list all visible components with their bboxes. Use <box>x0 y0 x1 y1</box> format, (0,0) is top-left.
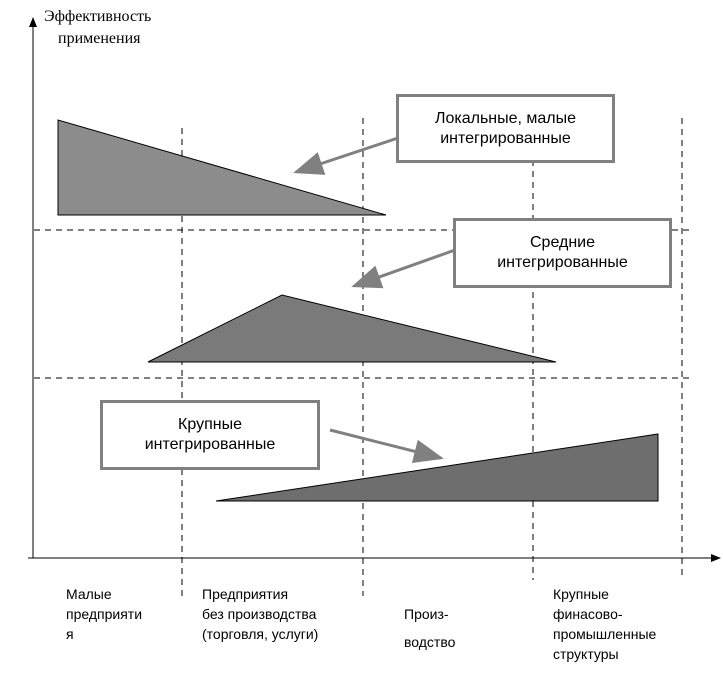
x-category-small-line3: я <box>66 626 74 642</box>
box-large-line2: интегрированные <box>144 436 276 453</box>
x-category-production-line1: Произ- <box>404 606 449 622</box>
box-medium-integrated: Средние интегрированные <box>453 218 672 288</box>
x-category-large-structures-line2: финасово- <box>553 606 623 622</box>
x-category-non-production-line1: Предприятия <box>202 586 289 602</box>
x-category-non-production: Предприятия без производства (торговля, … <box>202 584 318 644</box>
x-category-large-structures-line3: промышленные <box>553 626 657 642</box>
box-medium-line2: интегрированные <box>497 254 628 271</box>
arrow-large <box>329 428 444 464</box>
box-local-line1: Локальные, малые <box>434 109 577 127</box>
x-category-small-line1: Малые <box>66 586 112 602</box>
box-large-integrated: Крупные интегрированные <box>100 400 320 470</box>
triangle-large <box>215 433 659 502</box>
box-local-integrated: Локальные, малые интегрированные <box>396 94 615 163</box>
y-axis-label: Эффективность применения <box>44 6 151 50</box>
triangle-medium <box>147 294 557 363</box>
arrow-medium <box>351 248 456 289</box>
box-large-line1: Крупные <box>178 416 242 433</box>
x-category-non-production-line2: без производства <box>202 606 317 622</box>
x-category-large-structures-line1: Крупные <box>553 586 609 602</box>
x-category-small-line2: предприяти <box>66 606 143 622</box>
y-axis-label-line2: применения <box>58 30 141 47</box>
x-category-production-line2: водство <box>404 634 456 650</box>
x-category-non-production-line3: (торговля, услуги) <box>202 626 319 642</box>
x-category-large-structures: Крупные финасово- промышленные структуры <box>553 584 656 664</box>
triangle-local-small <box>57 119 387 216</box>
y-axis-label-line1: Эффективность <box>44 8 152 25</box>
box-medium-line1: Средние <box>529 234 595 251</box>
arrow-local <box>293 136 399 175</box>
x-category-large-structures-line4: структуры <box>553 646 619 662</box>
x-category-production: Произ- водство <box>404 600 455 656</box>
x-category-small: Малые предприяти я <box>66 584 142 644</box>
box-local-line2: интегрированные <box>440 129 571 147</box>
